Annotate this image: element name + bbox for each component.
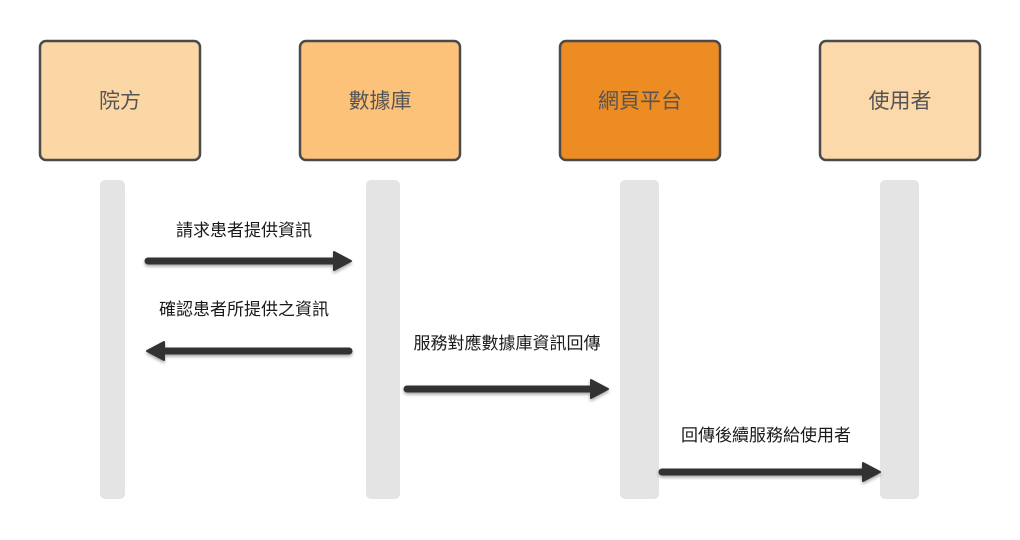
arrow-left <box>146 341 353 361</box>
actor-label-user: 使用者 <box>869 89 932 113</box>
actor-label-hospital: 院方 <box>99 89 141 113</box>
lifeline-web-platform <box>620 180 659 499</box>
actor-label-database: 數據庫 <box>349 89 412 113</box>
message-label-return-db-info: 服務對應數據庫資訊回傳 <box>414 333 601 354</box>
lifeline-user <box>880 180 919 499</box>
message-return-db-info: 服務對應數據庫資訊回傳 <box>403 333 609 399</box>
arrow-right <box>658 462 881 482</box>
lifeline-hospital <box>100 180 125 499</box>
actor-box-database: 數據庫 <box>298 39 462 162</box>
actor-box-user: 使用者 <box>818 39 982 162</box>
arrow-right <box>403 379 609 399</box>
actor-box-hospital: 院方 <box>38 39 202 162</box>
message-label-confirm-patient-info: 確認患者所提供之資訊 <box>159 300 329 320</box>
message-label-return-service-to-user: 回傳後續服務給使用者 <box>681 425 851 446</box>
actor-label-web-platform: 網頁平台 <box>598 89 682 113</box>
message-request-patient-info: 請求患者提供資訊 <box>144 221 352 271</box>
actor-box-web-platform: 網頁平台 <box>558 39 722 162</box>
message-return-service-to-user: 回傳後續服務給使用者 <box>658 425 881 482</box>
arrow-right <box>144 251 352 271</box>
message-label-request-patient-info: 請求患者提供資訊 <box>176 221 312 241</box>
lifeline-database <box>366 180 400 499</box>
message-confirm-patient-info: 確認患者所提供之資訊 <box>146 300 353 361</box>
